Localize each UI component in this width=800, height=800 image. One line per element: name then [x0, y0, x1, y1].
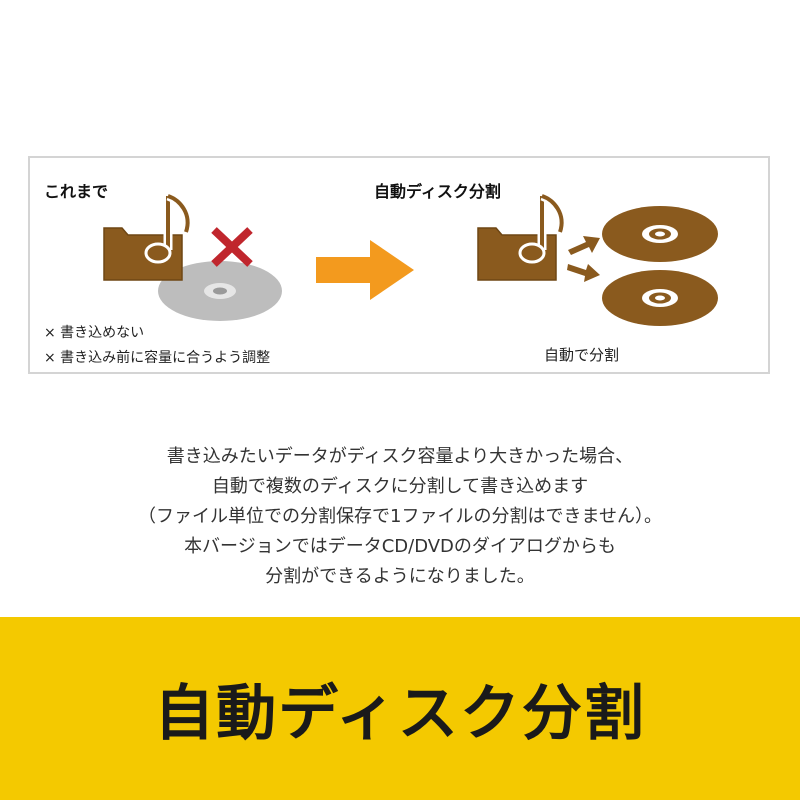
- music-note-icon: [144, 191, 192, 264]
- before-note: × 書き込めない: [44, 325, 145, 341]
- x-mark-icon: [211, 227, 253, 267]
- description-text: 書き込みたいデータがディスク容量より大きかった場合、 自動で複数のディスクに分割…: [40, 442, 760, 592]
- before-note: × 書き込み前に容量に合うよう調整: [44, 350, 271, 366]
- disc-icon: [602, 270, 718, 326]
- right-arrow-icon: [316, 240, 414, 300]
- description-line: 書き込みたいデータがディスク容量より大きかった場合、: [166, 446, 634, 467]
- banner-title: 自動ディスク分割: [154, 679, 646, 749]
- description-line: （ファイル単位での分割保存で1ファイルの分割はできません）。: [138, 506, 662, 527]
- folder-icon: [477, 227, 557, 281]
- description-line: 自動で複数のディスクに分割して書き込めます: [211, 476, 589, 497]
- disc-icon: [158, 261, 282, 321]
- description-line: 分割ができるようになりました。: [265, 566, 535, 587]
- folder-icon: [103, 227, 183, 281]
- after-heading: 自動ディスク分割: [374, 182, 501, 201]
- disc-icon: [602, 206, 718, 262]
- before-heading: これまで: [44, 182, 109, 201]
- split-arrows-icon: [567, 236, 600, 282]
- description-line: 本バージョンではデータCD/DVDのダイアログからも: [184, 536, 616, 557]
- title-banner: 自動ディスク分割: [0, 617, 800, 800]
- music-note-icon: [518, 191, 566, 264]
- after-caption: 自動で分割: [544, 346, 620, 364]
- diagram-illustration: [103, 191, 718, 326]
- diagram-panel: これまで 自動ディスク分割 × 書き込めない × 書き込み前に容量に合うよう調整…: [28, 156, 770, 374]
